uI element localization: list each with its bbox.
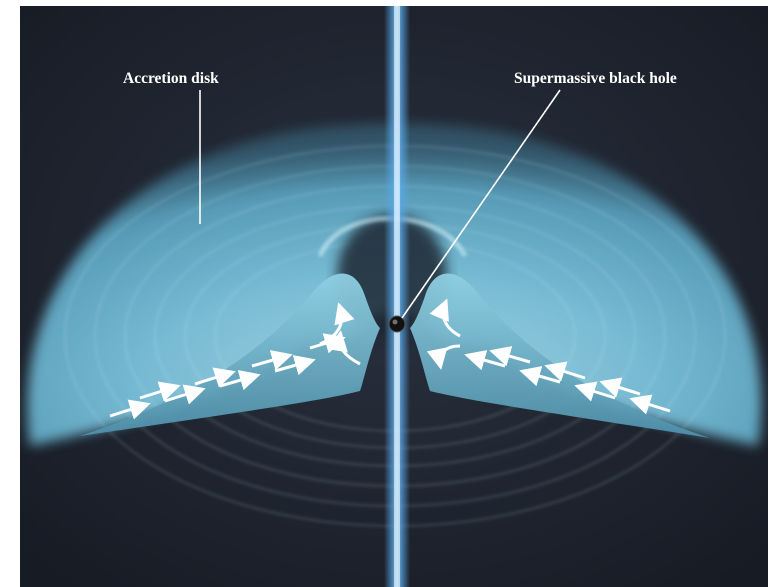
black-hole-label: Supermassive black hole <box>514 70 677 87</box>
accretion-disk-label: Accretion disk <box>123 70 219 87</box>
accretion-disk-diagram: Accretion disk Supermassive black hole <box>20 6 768 587</box>
illustration-frame: Accretion disk Supermassive black hole <box>20 6 768 587</box>
jet-core <box>394 6 400 587</box>
